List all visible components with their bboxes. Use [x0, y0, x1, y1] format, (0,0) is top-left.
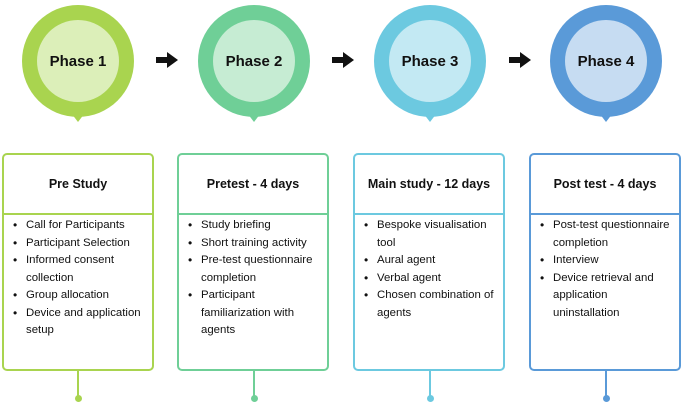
phase-2: Phase 2 Pretest - 4 days Study briefing …: [176, 0, 352, 404]
phase-card: Main study - 12 days Bespoke visualisati…: [353, 153, 505, 371]
phase-card: Pretest - 4 days Study briefing Short tr…: [177, 153, 329, 371]
phase-title: Phase 2: [225, 52, 283, 70]
phase-badge: Phase 4: [550, 5, 662, 122]
badge-pointer: [596, 109, 616, 122]
badge-pointer: [420, 109, 440, 122]
list-item: Chosen combination of agents: [355, 287, 503, 322]
timeline-dot: [602, 395, 610, 402]
timeline-dot: [250, 395, 258, 402]
phase-badge-inner: Phase 3: [389, 20, 471, 102]
card-title: Post test - 4 days: [531, 155, 679, 215]
list-item: Device retrieval and application uninsta…: [531, 270, 679, 323]
list-item: Interview: [531, 252, 679, 270]
list-item: Post-test questionnaire completion: [531, 217, 679, 252]
badge-pointer: [244, 109, 264, 122]
phase-3: Phase 3 Main study - 12 days Bespoke vis…: [352, 0, 528, 404]
phase-badge: Phase 3: [374, 5, 486, 122]
list-item: Participant familiarization with agents: [179, 287, 327, 340]
arrow-right-icon: [509, 52, 531, 68]
list-item: Pre-test questionnaire completion: [179, 252, 327, 287]
phase-title: Phase 4: [577, 52, 635, 70]
card-list: Call for Participants Participant Select…: [4, 215, 152, 340]
card-title: Pretest - 4 days: [179, 155, 327, 215]
timeline-stem: [605, 371, 607, 397]
badge-pointer: [68, 109, 88, 122]
timeline-stem: [253, 371, 255, 397]
phase-4: Phase 4 Post test - 4 days Post-test que…: [528, 0, 685, 404]
phase-badge: Phase 1: [22, 5, 134, 122]
list-item: Group allocation: [4, 287, 152, 305]
phase-badge-inner: Phase 1: [37, 20, 119, 102]
phase-badge: Phase 2: [198, 5, 310, 122]
list-item: Informed consent collection: [4, 252, 152, 287]
arrow-right-icon: [156, 52, 178, 68]
list-item: Study briefing: [179, 217, 327, 235]
card-list: Post-test questionnaire completion Inter…: [531, 215, 679, 322]
card-list: Study briefing Short training activity P…: [179, 215, 327, 340]
phase-card: Post test - 4 days Post-test questionnai…: [529, 153, 681, 371]
phase-badge-inner: Phase 4: [565, 20, 647, 102]
list-item: Verbal agent: [355, 270, 503, 288]
phase-title: Phase 3: [401, 52, 459, 70]
timeline-stem: [77, 371, 79, 397]
list-item: Call for Participants: [4, 217, 152, 235]
timeline-dot: [74, 395, 82, 402]
timeline-stem: [429, 371, 431, 397]
list-item: Aural agent: [355, 252, 503, 270]
card-title: Main study - 12 days: [355, 155, 503, 215]
list-item: Short training activity: [179, 235, 327, 253]
card-title: Pre Study: [4, 155, 152, 215]
phase-title: Phase 1: [49, 52, 107, 70]
phase-card: Pre Study Call for Participants Particip…: [2, 153, 154, 371]
phase-1: Phase 1 Pre Study Call for Participants …: [0, 0, 176, 404]
list-item: Bespoke visualisation tool: [355, 217, 503, 252]
list-item: Participant Selection: [4, 235, 152, 253]
phase-badge-inner: Phase 2: [213, 20, 295, 102]
timeline-dot: [426, 395, 434, 402]
arrow-right-icon: [332, 52, 354, 68]
card-list: Bespoke visualisation tool Aural agent V…: [355, 215, 503, 322]
list-item: Device and application setup: [4, 305, 152, 340]
